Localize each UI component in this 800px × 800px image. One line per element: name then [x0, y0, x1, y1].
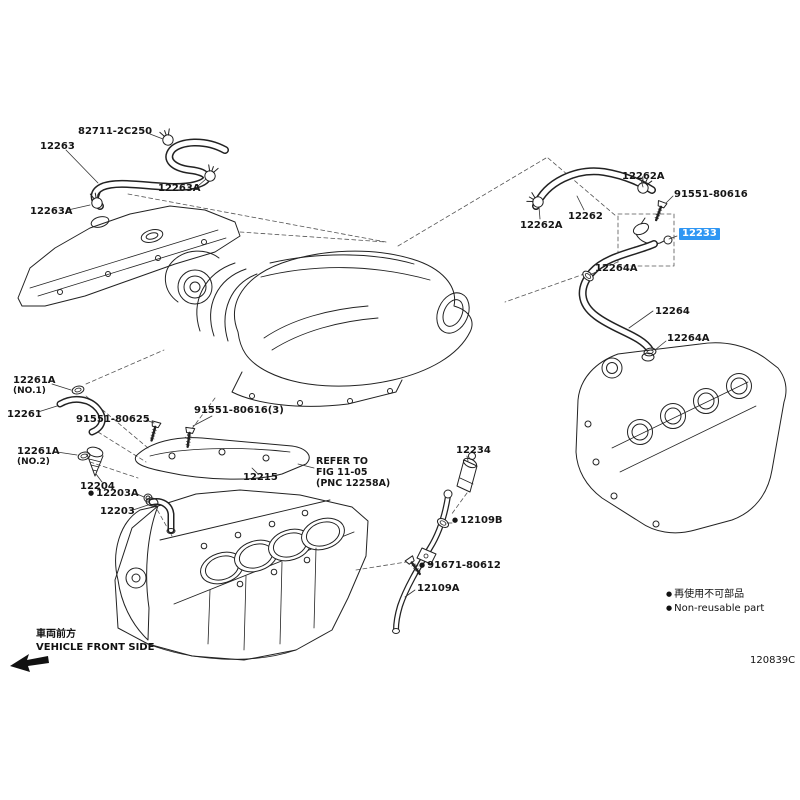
hose-12262	[526, 167, 656, 210]
part-number-note: (NO.1)	[13, 386, 46, 396]
refer-line-2: FIG 11-05	[316, 467, 368, 478]
part-label-12109a[interactable]: 12109A	[417, 583, 460, 594]
part-label-12263[interactable]: 12263	[40, 141, 75, 152]
non-reusable-bullet: ●	[666, 590, 673, 598]
non-reusable-bullet: ●	[419, 561, 426, 569]
vehicle-front-jp: 車両前方	[36, 629, 76, 640]
vehicle-front-label: 車両前方 VEHICLE FRONT SIDE	[36, 629, 154, 654]
part-label-91551-80616-3[interactable]: 91551-80616(3)	[194, 405, 284, 416]
oil-filler-parts	[86, 446, 176, 534]
part-label-12204[interactable]: 12204	[80, 481, 115, 492]
dipstick-tube-12109A	[392, 489, 453, 634]
part-label-12109b[interactable]: ●12109B	[452, 515, 503, 526]
part-label-12262a-1[interactable]: 12262A	[520, 220, 563, 231]
part-label-12203[interactable]: 12203	[100, 506, 135, 517]
part-label-12264a-1[interactable]: 12264A	[595, 263, 638, 274]
non-reusable-bullet: ●	[666, 603, 673, 612]
legend-line-jp: ●再使用不可部品	[666, 588, 764, 602]
figure-code: 120839C	[750, 655, 796, 666]
part-label-12264a-2[interactable]: 12264A	[667, 333, 710, 344]
part-label-12263a-2[interactable]: 12263A	[30, 206, 73, 217]
part-label-91551-80616[interactable]: 91551-80616	[674, 189, 748, 200]
ventilation-valve-12234	[456, 452, 478, 493]
part-label-12234[interactable]: 12234	[456, 445, 491, 456]
vehicle-front-en: VEHICLE FRONT SIDE	[36, 641, 155, 653]
part-number: 91671-80612	[427, 560, 501, 571]
legend-text-en: Non-reusable part	[674, 602, 765, 614]
grommet-12261a-1-icon	[70, 384, 86, 396]
part-number: 12261A	[17, 446, 60, 457]
dashed-construction-lines	[85, 157, 675, 571]
part-label-12203a[interactable]: ●12203A	[88, 488, 139, 499]
bolt-91551-80616	[650, 199, 669, 223]
hose-12264	[578, 240, 658, 358]
non-reusable-bullet: ●	[88, 489, 95, 497]
legend-text-jp: 再使用不可部品	[674, 589, 745, 600]
ventilation-valve-12233	[632, 217, 673, 245]
refer-line-1: REFER TO	[316, 456, 368, 467]
part-label-12262a-2[interactable]: 12262A	[622, 171, 665, 182]
clamp-82711-icon	[159, 128, 176, 148]
valve-cover-left	[17, 205, 241, 307]
part-label-12264[interactable]: 12264	[655, 306, 690, 317]
engine-block	[114, 489, 369, 661]
legend-line-en: ●Non-reusable part	[666, 602, 764, 616]
intake-manifold	[165, 250, 473, 407]
leader-lines	[37, 133, 678, 598]
part-number: 12109B	[460, 515, 503, 526]
part-label-12233-highlighted[interactable]: 12233	[679, 228, 720, 240]
part-label-82711-2c250[interactable]: 82711-2C250	[78, 126, 153, 137]
part-label-12261[interactable]: 12261	[7, 409, 42, 420]
part-label-12263a-1[interactable]: 12263A	[158, 183, 201, 194]
hose-12261	[56, 384, 106, 462]
refer-note: REFER TO FIG 11-05 (PNC 12258A)	[316, 456, 390, 489]
non-reusable-legend: ●再使用不可部品 ●Non-reusable part	[666, 588, 764, 615]
non-reusable-bullet: ●	[452, 516, 459, 524]
valve-cover-right	[575, 342, 787, 534]
part-label-12262[interactable]: 12262	[568, 211, 603, 222]
part-label-12215[interactable]: 12215	[243, 472, 278, 483]
part-label-91671-80612[interactable]: ●91671-80612	[419, 560, 501, 571]
part-label-12261a-no1[interactable]: 12261A (NO.1)	[13, 375, 56, 397]
part-number: 12203A	[96, 488, 139, 499]
refer-line-3: (PNC 12258A)	[316, 478, 391, 489]
hose-12263	[89, 128, 229, 210]
part-label-91551-80625[interactable]: 91551-80625	[76, 414, 150, 425]
baffle-plate-12215	[134, 437, 310, 480]
vehicle-front-arrow	[10, 654, 49, 672]
part-number-note: (NO.2)	[17, 457, 50, 467]
part-label-12261a-no2[interactable]: 12261A (NO.2)	[17, 446, 60, 468]
part-number: 12261A	[13, 375, 56, 386]
